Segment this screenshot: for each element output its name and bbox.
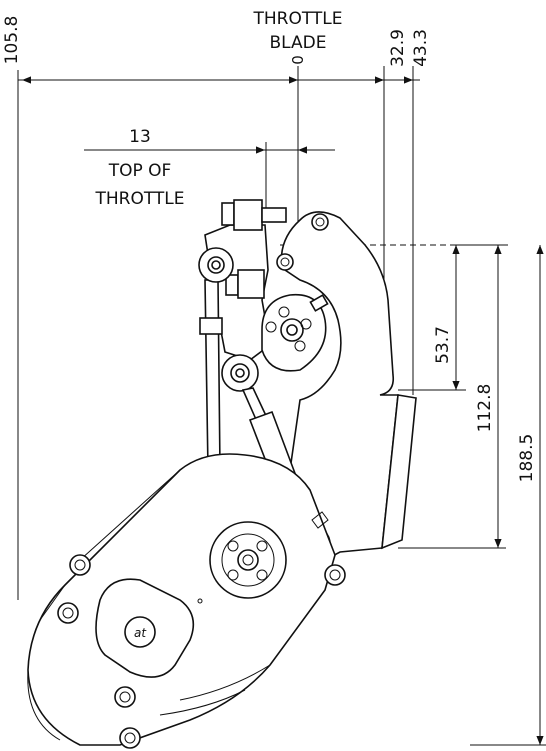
- housing-bolt-3: [114, 686, 136, 708]
- housing-outer-contour: [27, 469, 181, 741]
- lower-pulley-hub: [237, 549, 259, 571]
- dimension-lines: [17, 66, 546, 746]
- housing-bolt-5-inner: [329, 569, 341, 581]
- main-housing: [27, 453, 336, 746]
- upper-cam-bolt-1: [265, 321, 277, 333]
- upper-cam-stop: [309, 294, 329, 312]
- bolt-head-top: [221, 202, 235, 226]
- arm-pivot-mid-inner: [280, 257, 290, 267]
- arm-pivot-top-inner: [315, 217, 325, 227]
- housing-bolt-5: [324, 564, 346, 586]
- dimension-13-label: 13: [129, 127, 151, 147]
- upper-cam-bolt-4: [294, 340, 306, 352]
- belt-curve: [159, 664, 271, 716]
- housing-bolt-4: [119, 727, 141, 749]
- dimension-105-8-label: 105.8: [2, 16, 22, 65]
- housing-bolt-2-inner: [62, 607, 74, 619]
- housing-bolt-2: [57, 602, 79, 624]
- support-rod: [204, 279, 221, 471]
- upper-cam-bolt-3: [300, 318, 312, 330]
- throttle-blade-label-line1: THROTTLE: [252, 9, 342, 29]
- throttle-blade-label-line2: BLADE: [270, 33, 327, 53]
- small-stop-bracket: [311, 511, 329, 529]
- rod-end-middle-bolt: [235, 368, 245, 378]
- labels: THROTTLE BLADE 0 105.8 32.9 43.3 13 TOP …: [2, 9, 537, 482]
- dimension-32-9-label: 32.9: [388, 29, 408, 67]
- lower-pulley-bolt-2: [256, 540, 268, 552]
- dimension-112-8-label: 112.8: [475, 384, 495, 433]
- arm-pivot-top: [311, 213, 329, 231]
- lower-pulley-bolt-1: [227, 540, 239, 552]
- zero-label: 0: [289, 55, 307, 65]
- housing-bolt-1: [69, 554, 91, 576]
- housing-bolt-3-inner: [119, 691, 131, 703]
- top-of-throttle-label-line2: THROTTLE: [94, 189, 184, 209]
- housing-dot: [197, 598, 203, 604]
- housing-bolt-1-inner: [74, 559, 86, 571]
- bolt-spacer-top: [233, 199, 263, 231]
- throttle-lower-plate: [381, 394, 417, 550]
- arm-pivot-mid: [276, 253, 294, 271]
- dimension-53-7-label: 53.7: [433, 326, 453, 364]
- upper-cam-bolt-2: [278, 306, 290, 318]
- logo-text: at: [134, 626, 147, 640]
- lower-pulley-bolt-3: [227, 569, 239, 581]
- lower-pulley-hub-hole: [242, 554, 254, 566]
- throttle-arm-plate: [280, 211, 399, 562]
- bolt-spacer-mid: [237, 269, 265, 299]
- upper-cam-hub-hole: [286, 324, 298, 336]
- rod-end-top-left-bolt: [211, 260, 221, 270]
- dimension-43-3-label: 43.3: [411, 29, 431, 67]
- rod-nut: [199, 317, 223, 335]
- logo-badge: [124, 616, 156, 648]
- bolt-washer-top: [261, 207, 287, 223]
- lower-pulley-bolt-4: [256, 569, 268, 581]
- dimension-188-5-label: 188.5: [517, 434, 537, 483]
- lower-pulley-inner: [221, 533, 275, 587]
- top-of-throttle-label-line1: TOP OF: [108, 161, 172, 181]
- throttle-linkage-assembly: at: [27, 199, 417, 749]
- housing-bolt-4-inner: [124, 732, 136, 744]
